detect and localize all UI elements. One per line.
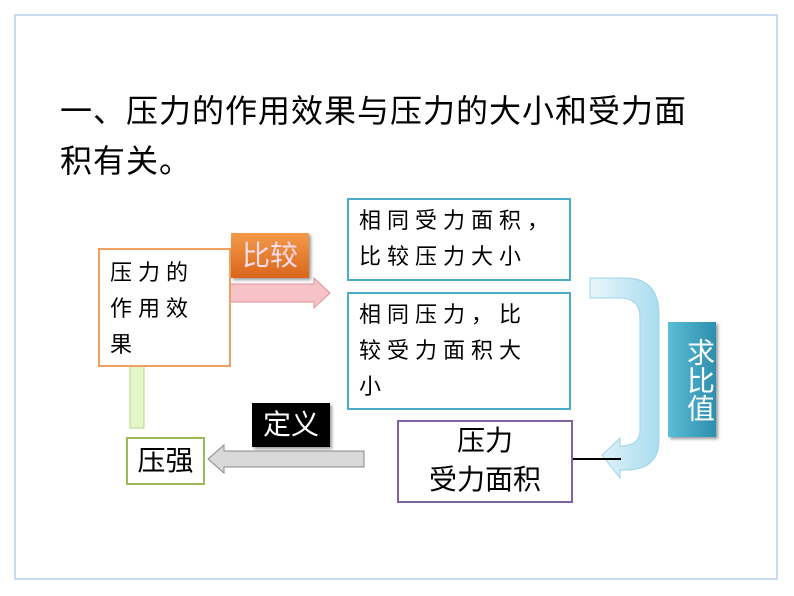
pink-arrow <box>214 276 331 310</box>
fraction-numerator: 压力 <box>456 424 513 457</box>
slide-frame <box>14 14 778 580</box>
same-force-line3: 小 <box>359 375 388 400</box>
curved-arrow <box>589 277 660 480</box>
same-area-box: 相同受力面积， 比较压力大小 <box>347 198 571 281</box>
same-force-box: 相同压力，比 较受力面积大 小 <box>347 292 571 410</box>
gray-left-arrow <box>207 443 365 475</box>
slide-title-line1: 一、压力的作用效果与压力的大小和受力面 <box>60 92 688 130</box>
ratio-label: 求比值 <box>668 322 716 437</box>
fraction-denominator: 受力面积 <box>428 463 541 496</box>
slide-title-line2: 积有关。 <box>60 142 193 180</box>
same-force-line2: 较受力面积大 <box>359 339 528 364</box>
effect-line2: 作用效 <box>110 297 195 322</box>
effect-line3: 果 <box>110 333 139 358</box>
definition-label: 定义 <box>252 403 330 447</box>
effect-box: 压力的 作用效 果 <box>98 248 231 367</box>
compare-label: 比较 <box>231 233 309 278</box>
same-force-line1: 相同压力，比 <box>359 303 528 328</box>
fraction-box: 压力 受力面积 <box>397 420 573 503</box>
pressure-box: 压强 <box>126 437 205 485</box>
same-area-line1: 相同受力面积， <box>359 209 556 234</box>
same-area-line2: 比较压力大小 <box>359 245 528 270</box>
effect-line1: 压力的 <box>110 261 195 286</box>
